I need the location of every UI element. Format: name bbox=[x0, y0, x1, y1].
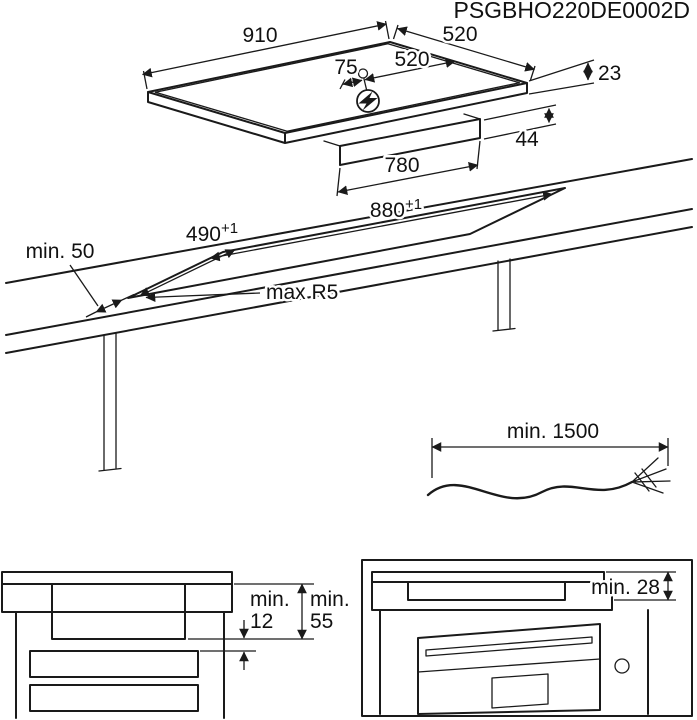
oven-cabinet-sides bbox=[379, 609, 649, 715]
corner-radius-label: max R5 bbox=[266, 281, 338, 304]
lightning-bolt-icon bbox=[358, 91, 378, 111]
cabinet-sides bbox=[15, 611, 225, 719]
box-width-label: 780 bbox=[384, 154, 419, 177]
dim-cutout-width: 880+1 bbox=[209, 191, 553, 262]
hob-width-label: 910 bbox=[242, 24, 277, 47]
oven bbox=[417, 623, 630, 715]
mains-cable-view: min. 1500 bbox=[426, 418, 671, 500]
hob-box-side bbox=[51, 583, 186, 640]
connection-leader bbox=[363, 78, 368, 91]
gap1-value-label: 12 bbox=[250, 610, 273, 633]
power-connection-icon bbox=[356, 89, 380, 113]
worktop-front-bottom-edge bbox=[5, 226, 693, 354]
part-code: PSGBHO220DE0002D bbox=[453, 0, 690, 23]
dim-connection-position: 75 520 bbox=[332, 46, 456, 90]
side-view-drawer-cabinet: min. 12 min. 55 bbox=[1, 571, 352, 719]
hob-depth-label: 520 bbox=[442, 23, 477, 46]
hob-isometric-view: 910 520 75 520 23 44 bbox=[142, 20, 624, 197]
hob-thickness-label: 23 bbox=[598, 62, 621, 85]
hob-glass-side bbox=[1, 571, 233, 585]
dim-44: 44 bbox=[483, 104, 557, 154]
oven-clearance-label: min. 28 bbox=[591, 576, 660, 599]
worktop-back-edge bbox=[5, 158, 693, 284]
front-clearance-leader bbox=[69, 264, 99, 307]
dim-min-28: min. 28 bbox=[589, 571, 676, 602]
detail-frame bbox=[361, 559, 693, 717]
gap2-min-label: min. bbox=[310, 588, 350, 611]
drawer-front-1 bbox=[29, 650, 199, 678]
dim-corner-radius: max R5 bbox=[145, 279, 341, 307]
oven-handle bbox=[425, 636, 593, 657]
worktop-cutout-view: min. 50 490+1 880+1 max R5 bbox=[5, 158, 693, 472]
cutout-width-label: 880+1 bbox=[370, 196, 422, 222]
dim-520-top: 520 bbox=[392, 21, 536, 81]
cable-length-label: min. 1500 bbox=[507, 420, 599, 443]
oven-door-split bbox=[417, 658, 601, 673]
box-height-label: 44 bbox=[515, 128, 539, 151]
cable-stripped-end bbox=[631, 457, 671, 494]
oven-knob bbox=[614, 658, 630, 674]
cable-curve bbox=[426, 480, 634, 500]
dim-910: 910 bbox=[142, 20, 390, 90]
dim-23: 23 bbox=[528, 59, 624, 95]
front-clearance-label: min. 50 bbox=[26, 240, 95, 263]
hob-glass-side-right bbox=[371, 571, 605, 583]
gap1-min-label: min. bbox=[250, 588, 290, 611]
oven-front bbox=[417, 623, 601, 715]
side-view-oven-cabinet: min. 28 bbox=[361, 559, 693, 717]
corner-radius-arrow bbox=[145, 292, 261, 303]
dim-780: 780 bbox=[336, 140, 481, 197]
hob-bottom-box bbox=[323, 113, 481, 166]
hob-box-side-right bbox=[407, 581, 566, 601]
connection-offset-label: 75 bbox=[334, 56, 357, 79]
worktop-side bbox=[1, 583, 233, 613]
mains-connection-point bbox=[357, 68, 369, 79]
dim-min-50: min. 50 bbox=[23, 238, 135, 318]
oven-badge bbox=[491, 673, 549, 709]
dim-min-12-55: min. 12 min. 55 bbox=[188, 583, 352, 670]
gap2-value-label: 55 bbox=[310, 610, 333, 633]
worktop-front-top-edge bbox=[5, 208, 693, 336]
hob-side-faces bbox=[147, 82, 528, 144]
drawer-front-2 bbox=[29, 684, 199, 712]
worktop-leg-left bbox=[98, 332, 122, 472]
worktop-leg-right bbox=[492, 258, 516, 332]
worktop-side-right bbox=[371, 581, 613, 611]
connection-depth-label: 520 bbox=[394, 48, 429, 71]
